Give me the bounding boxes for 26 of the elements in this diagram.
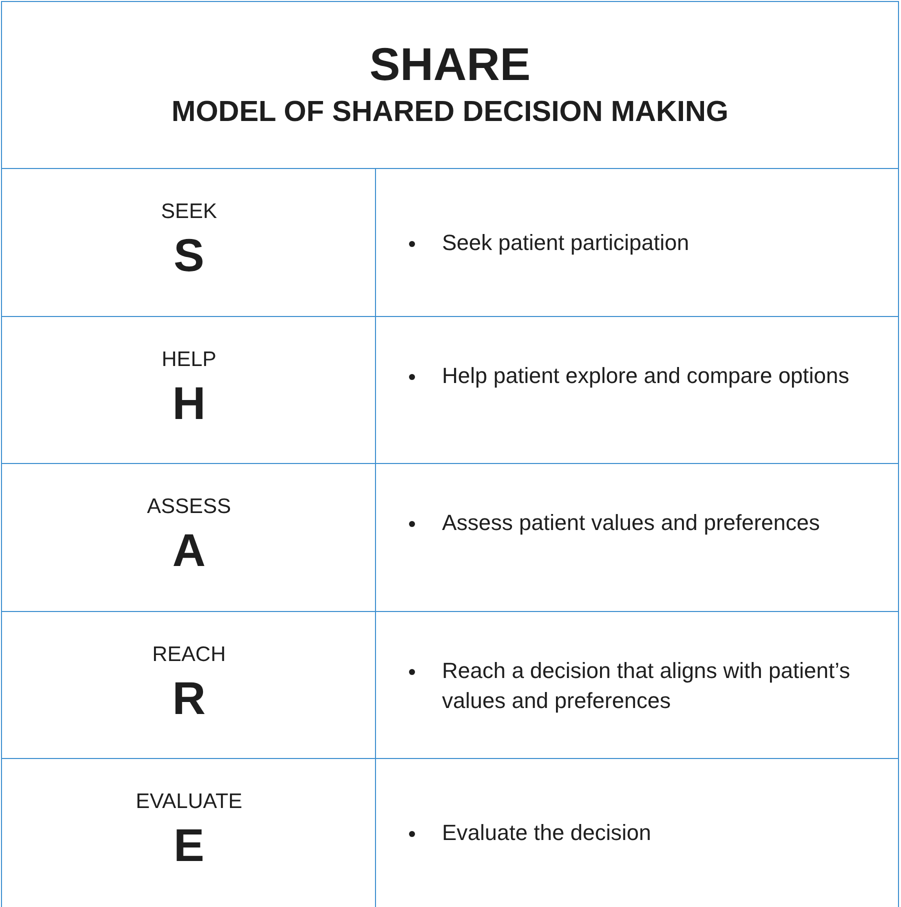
description-cell (375, 611, 899, 760)
step-name: REACH (151, 642, 227, 668)
step-letter: S (172, 229, 206, 281)
step-cell (1, 611, 377, 760)
subtitle: MODEL OF SHARED DECISION MAKING (170, 95, 730, 130)
step-name: HELP (160, 347, 218, 373)
step-name: SEEK (160, 199, 218, 225)
step-letter: E (172, 819, 206, 871)
diagram-title: SHARE (368, 38, 532, 90)
description-text: Reach a decision that aligns with patient’s values and preferences (442, 656, 852, 715)
description-cell (375, 463, 899, 612)
step-cell (1, 758, 377, 907)
step-letter: R (171, 672, 207, 724)
description-text: Evaluate the decision (442, 819, 652, 847)
description-cell (375, 316, 899, 464)
step-letter: H (171, 377, 207, 429)
description-text: Help patient explore and compare options (442, 362, 850, 390)
step-letter: A (171, 524, 207, 576)
description-cell (375, 168, 899, 318)
description-text: Seek patient participation (442, 229, 690, 257)
step-name: EVALUATE (134, 789, 244, 815)
description-text: Assess patient values and preferences (442, 509, 821, 537)
description-cell (375, 758, 899, 907)
step-cell (1, 463, 377, 612)
step-name: ASSESS (146, 494, 232, 520)
step-cell (1, 316, 377, 464)
